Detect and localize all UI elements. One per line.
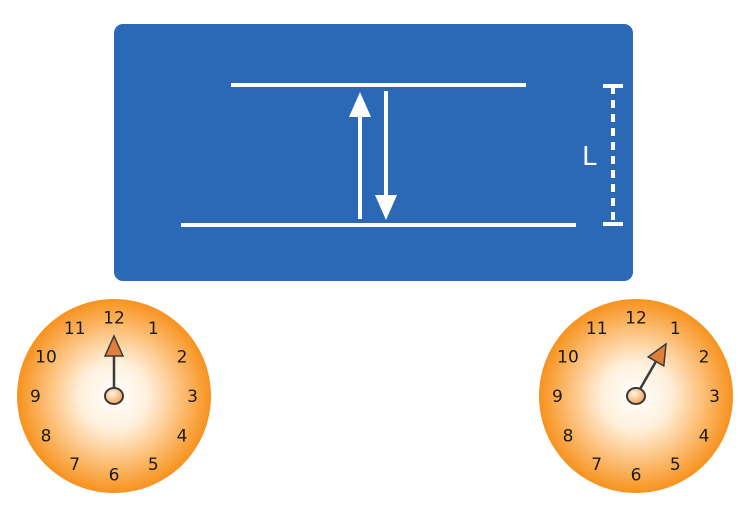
down-arrow bbox=[375, 91, 397, 220]
clock-pivot bbox=[104, 387, 124, 405]
length-indicator: L bbox=[582, 84, 623, 226]
clock-number-12: 12 bbox=[103, 308, 125, 328]
clock-number-12: 12 bbox=[625, 308, 647, 328]
clock-number-1: 1 bbox=[670, 319, 681, 339]
clock-number-2: 2 bbox=[177, 348, 188, 368]
up-arrow bbox=[349, 92, 371, 219]
clock-number-5: 5 bbox=[148, 455, 159, 475]
clock-number-4: 4 bbox=[699, 426, 710, 446]
light-clock-panel: L bbox=[114, 24, 633, 281]
clock-number-2: 2 bbox=[699, 348, 710, 368]
clock-number-8: 8 bbox=[41, 426, 52, 446]
clock-number-10: 10 bbox=[35, 348, 57, 368]
right-clock: 12 12 3 45 6 789 10 11 bbox=[539, 299, 733, 493]
clock-number-7: 7 bbox=[591, 455, 602, 475]
length-label: L bbox=[582, 142, 597, 172]
clock-number-3: 3 bbox=[187, 387, 198, 407]
clock-number-11: 11 bbox=[64, 319, 86, 339]
left-clock: 12 12 3 45 6 789 10 11 bbox=[17, 299, 211, 493]
clock-pivot bbox=[626, 387, 646, 405]
clock-number-9: 9 bbox=[552, 387, 563, 407]
clock-number-6: 6 bbox=[109, 466, 120, 486]
panel-background bbox=[114, 24, 633, 281]
clock-number-11: 11 bbox=[586, 319, 608, 339]
clock-number-10: 10 bbox=[557, 348, 579, 368]
clock-number-8: 8 bbox=[563, 426, 574, 446]
clock-number-4: 4 bbox=[177, 426, 188, 446]
clock-number-9: 9 bbox=[30, 387, 41, 407]
clock-number-1: 1 bbox=[148, 319, 159, 339]
clock-number-5: 5 bbox=[670, 455, 681, 475]
clock-number-7: 7 bbox=[69, 455, 80, 475]
clock-number-3: 3 bbox=[709, 387, 720, 407]
clock-number-6: 6 bbox=[631, 466, 642, 486]
